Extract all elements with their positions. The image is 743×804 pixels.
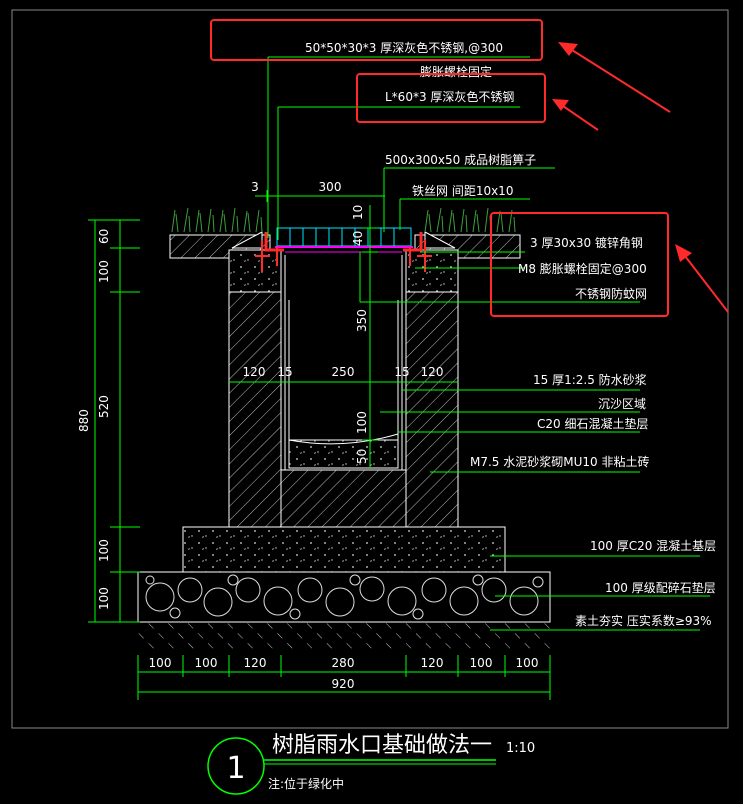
dim-100-inner: 100	[355, 411, 369, 434]
dim-100-collar: 100	[97, 260, 111, 283]
callout-angle-l60: L*60*3 厚深灰色不锈钢	[385, 90, 514, 104]
dim-10: 10	[351, 205, 365, 220]
drawing-frame	[11, 9, 729, 729]
dim-b3: 120	[244, 656, 267, 670]
title-block: 1 树脂雨水口基础做法一 1:10 注:位于绿化中	[207, 733, 535, 795]
callout-bolt-fix: 膨胀螺栓固定	[420, 64, 492, 79]
dim-b2: 100	[195, 656, 218, 670]
callout-soil: 素土夯实 压实系数≥93%	[575, 613, 712, 628]
highlight-arrows	[552, 42, 729, 313]
callout-silt-area: 沉沙区域	[598, 397, 646, 411]
vertical-dimensions	[88, 219, 140, 623]
callout-gravel: 100 厚级配碎石垫层	[605, 580, 716, 595]
callout-c20-pad: C20 细石混凝土垫层	[537, 416, 648, 431]
detail-number-circle	[207, 737, 265, 795]
dim-100-base: 100	[97, 539, 111, 562]
callout-mosquito-net: 不锈钢防蚊网	[575, 286, 647, 301]
callout-stainless-top: 50*50*30*3 厚深灰色不锈钢,@300	[305, 41, 503, 55]
dim-250: 250	[332, 365, 355, 379]
detail-note: 注:位于绿化中	[268, 776, 344, 791]
gravel-layer	[137, 571, 551, 623]
soil-layer	[138, 621, 550, 652]
inner-vertical-dims	[362, 205, 378, 468]
callout-waterproof-mortar: 15 厚1:2.5 防水砂浆	[533, 372, 647, 387]
brick-wall	[228, 291, 459, 528]
ground-surface	[169, 231, 521, 259]
callout-brick: M7.5 水泥砂浆砌MU10 非粘土砖	[470, 454, 649, 469]
concrete-base	[182, 526, 506, 573]
dim-b1: 100	[149, 656, 172, 670]
dim-60: 60	[97, 229, 111, 244]
callout-m8-bolt: M8 膨胀螺栓固定@300	[518, 261, 647, 276]
detail-number: 1	[226, 751, 245, 786]
dim-300: 300	[319, 180, 342, 194]
bottom-dimensions	[137, 655, 551, 700]
inlet-chamber	[284, 255, 403, 470]
detail-title: 树脂雨水口基础做法一	[272, 733, 492, 758]
dim-3: 3	[251, 180, 259, 194]
concrete-collar	[228, 249, 459, 293]
dim-b6: 100	[470, 656, 493, 670]
dim-15-left: 15	[277, 365, 292, 379]
dim-120-right: 120	[421, 365, 444, 379]
dim-920: 920	[332, 677, 355, 691]
resin-grate	[275, 227, 413, 253]
leader-lines	[267, 56, 710, 631]
detail-scale: 1:10	[506, 741, 535, 756]
grass	[171, 207, 516, 233]
callout-wire-mesh: 铁丝网 间距10x10	[412, 184, 513, 198]
inner-dimensions	[229, 190, 458, 383]
dim-b4: 280	[332, 656, 355, 670]
callout-resin-grate: 500x300x50 成品树脂箅子	[385, 152, 536, 167]
dim-350: 350	[355, 309, 369, 332]
dim-b5: 120	[421, 656, 444, 670]
dim-100-gravel: 100	[97, 587, 111, 610]
dim-40: 40	[351, 231, 365, 246]
callout-concrete-base: 100 厚C20 混凝土基层	[590, 538, 716, 553]
dim-50-inner: 50	[355, 449, 369, 464]
dim-b7: 100	[516, 656, 539, 670]
dim-15-right: 15	[394, 365, 409, 379]
expansion-bolt	[255, 240, 432, 272]
highlight-boxes	[210, 19, 669, 317]
dim-120-left: 120	[243, 365, 266, 379]
callout-galvanized-angle: 3 厚30x30 镀锌角钢	[530, 236, 643, 250]
dim-520: 520	[97, 395, 111, 418]
dim-880: 880	[77, 409, 91, 432]
